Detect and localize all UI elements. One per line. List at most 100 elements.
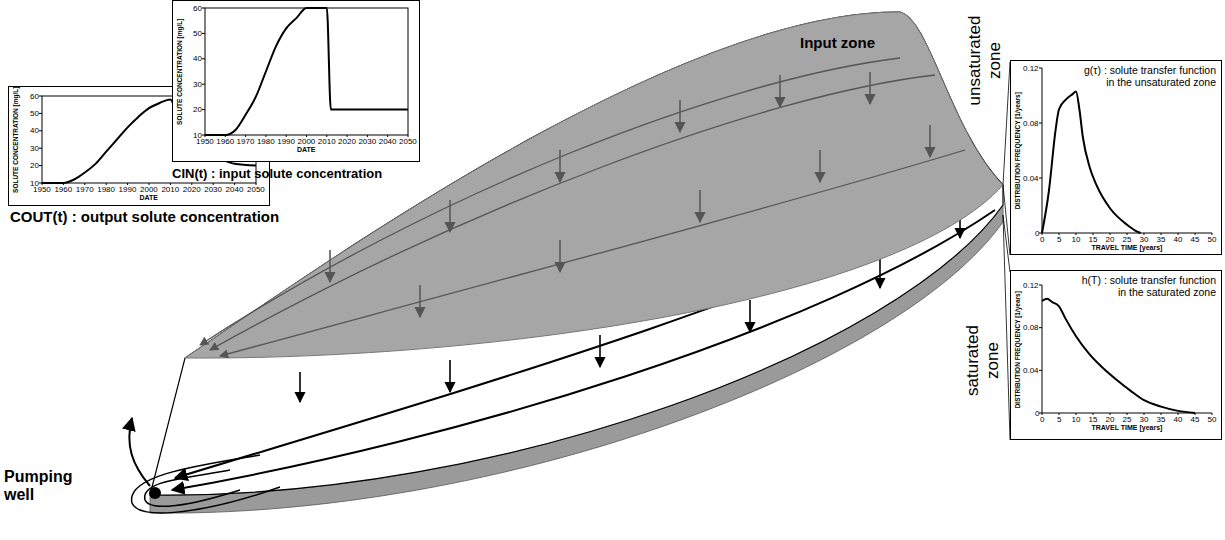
tick-label: 2030 <box>358 137 376 146</box>
tick-mark <box>286 135 287 137</box>
tick-mark <box>106 183 107 185</box>
tick-mark <box>1144 413 1145 415</box>
tick-label: 2000 <box>140 185 158 194</box>
tick-label: 30 <box>30 144 39 153</box>
zone-label: saturated zone <box>963 304 1002 416</box>
output-arrow <box>129 418 150 486</box>
tick-label: 50 <box>30 109 39 118</box>
zoom-line <box>1003 62 1010 185</box>
recharge-arrow <box>299 372 301 402</box>
tick-mark <box>39 96 42 97</box>
recharge-arrow <box>449 360 451 392</box>
chart <box>1011 61 1222 255</box>
chart-title: CIN(t) : input solute concentration <box>172 167 382 182</box>
infiltration-arrow <box>679 100 681 132</box>
tick-label: 2020 <box>183 185 201 194</box>
tick-mark <box>170 183 171 185</box>
tick-mark <box>1042 233 1043 235</box>
tick-label: 50 <box>1208 415 1217 424</box>
tick-mark <box>39 165 42 166</box>
tick-label: 2010 <box>318 137 336 146</box>
tick-label: 30 <box>193 80 202 89</box>
tick-label: 20 <box>193 105 202 114</box>
tick-mark <box>1212 413 1213 415</box>
tick-mark <box>1178 233 1179 235</box>
tick-mark <box>149 183 150 185</box>
tick-mark <box>1161 233 1162 235</box>
pumping-well <box>149 487 161 499</box>
tick-label: 1960 <box>216 137 234 146</box>
tick-mark <box>1039 68 1042 69</box>
tick-label: 35 <box>1157 235 1166 244</box>
axis-title: TRAVEL TIME [years] <box>1092 424 1163 432</box>
plot-axes <box>1042 285 1212 413</box>
well-label: Pumping well <box>4 468 84 505</box>
tick-label: 0.08 <box>1023 119 1039 128</box>
chart-frame <box>1011 61 1222 255</box>
tick-label: 1980 <box>97 185 115 194</box>
tick-label: 1950 <box>33 185 51 194</box>
chart-frame <box>1011 271 1222 440</box>
tick-label: 40 <box>193 54 202 63</box>
chart-title: g(τ) : solute transfer function in the u… <box>1080 64 1216 88</box>
tick-mark <box>1093 413 1094 415</box>
tick-mark <box>1127 413 1128 415</box>
tick-label: 2030 <box>204 185 222 194</box>
axis-title: TRAVEL TIME [years] <box>1092 244 1163 252</box>
zone-label: Input zone <box>800 34 875 51</box>
tick-label: 0.12 <box>1023 281 1039 290</box>
data-curve <box>1042 91 1141 233</box>
tick-label: 30 <box>1140 415 1149 424</box>
tick-label: 0.04 <box>1023 366 1039 375</box>
tick-label: 10 <box>1072 235 1081 244</box>
tick-mark <box>39 130 42 131</box>
tick-mark <box>1127 233 1128 235</box>
infiltration-arrow <box>779 75 781 107</box>
tick-label: 2040 <box>379 137 397 146</box>
tick-mark <box>1039 327 1042 328</box>
tick-mark <box>1076 233 1077 235</box>
tick-label: 10 <box>1072 415 1081 424</box>
tick-mark <box>202 109 205 110</box>
infiltration-arrow <box>419 285 421 317</box>
tick-label: 40 <box>1174 415 1183 424</box>
tick-label: 40 <box>30 126 39 135</box>
tick-mark <box>39 113 42 114</box>
chart-title: h(T) : solute transfer function in the s… <box>1077 274 1216 298</box>
infiltration-arrow <box>699 190 701 222</box>
tick-label: 2020 <box>338 137 356 146</box>
infiltration-arrow <box>559 240 561 272</box>
axis-title: DISTRIBUTION FREQUENCY [1/years] <box>1013 291 1020 408</box>
flow-line <box>132 455 280 513</box>
tick-label: 35 <box>1157 415 1166 424</box>
tick-mark <box>1161 413 1162 415</box>
tick-label: 1960 <box>54 185 72 194</box>
plot-frame <box>205 8 408 135</box>
tick-mark <box>1195 233 1196 235</box>
recharge-arrow <box>599 335 601 367</box>
tick-mark <box>202 58 205 59</box>
chart <box>173 1 420 162</box>
tick-label: 1950 <box>196 137 214 146</box>
recharge-arrow <box>749 300 751 332</box>
tick-label: 1990 <box>277 137 295 146</box>
tick-mark <box>1039 370 1042 371</box>
infiltration-arrow <box>449 200 451 232</box>
chart <box>1011 271 1222 440</box>
axis-title: DATE <box>140 194 159 202</box>
tick-label: 2050 <box>399 137 417 146</box>
tick-label: 25 <box>1123 235 1132 244</box>
tick-mark <box>1076 413 1077 415</box>
tick-mark <box>1178 413 1179 415</box>
tick-label: 20 <box>1106 415 1115 424</box>
recharge-arrow <box>879 258 881 288</box>
tick-label: 0.12 <box>1023 64 1039 73</box>
tick-mark <box>1110 413 1111 415</box>
tick-mark <box>1039 285 1042 286</box>
tick-label: 2000 <box>298 137 316 146</box>
tick-label: 20 <box>1106 235 1115 244</box>
infiltration-arrow <box>819 150 821 182</box>
axis-title: DATE <box>297 146 316 154</box>
tick-label: 60 <box>30 92 39 101</box>
tick-label: 50 <box>1208 235 1217 244</box>
